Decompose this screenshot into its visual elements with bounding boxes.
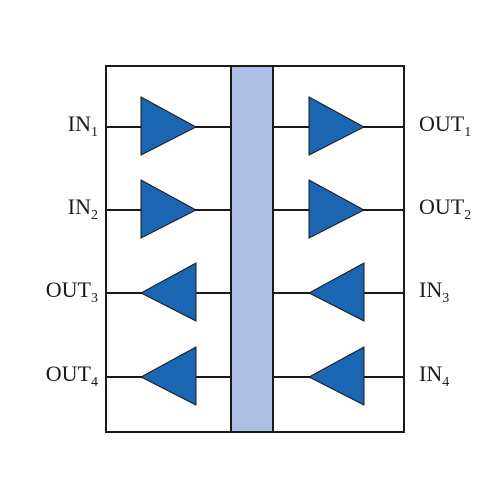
label-out-1: OUT1 (419, 111, 472, 140)
buffer-right-4 (307, 346, 365, 406)
buffer-left-1 (140, 96, 198, 156)
label-in-2: IN2 (67, 194, 98, 223)
buffer-left-4 (139, 346, 197, 406)
label-in-3: IN3 (419, 277, 450, 306)
label-in-4: IN4 (419, 361, 450, 390)
label-out-3: OUT3 (45, 277, 98, 306)
buffer-right-3 (307, 262, 365, 322)
label-out-2: OUT2 (419, 194, 472, 223)
buffer-left-2 (140, 179, 198, 239)
buffer-left-3 (139, 262, 197, 322)
buffer-right-1 (308, 96, 366, 156)
buffer-right-2 (308, 179, 366, 239)
isolation-barrier (230, 65, 274, 433)
label-out-4: OUT4 (45, 361, 98, 390)
channels (106, 96, 404, 406)
label-in-1: IN1 (67, 111, 98, 140)
